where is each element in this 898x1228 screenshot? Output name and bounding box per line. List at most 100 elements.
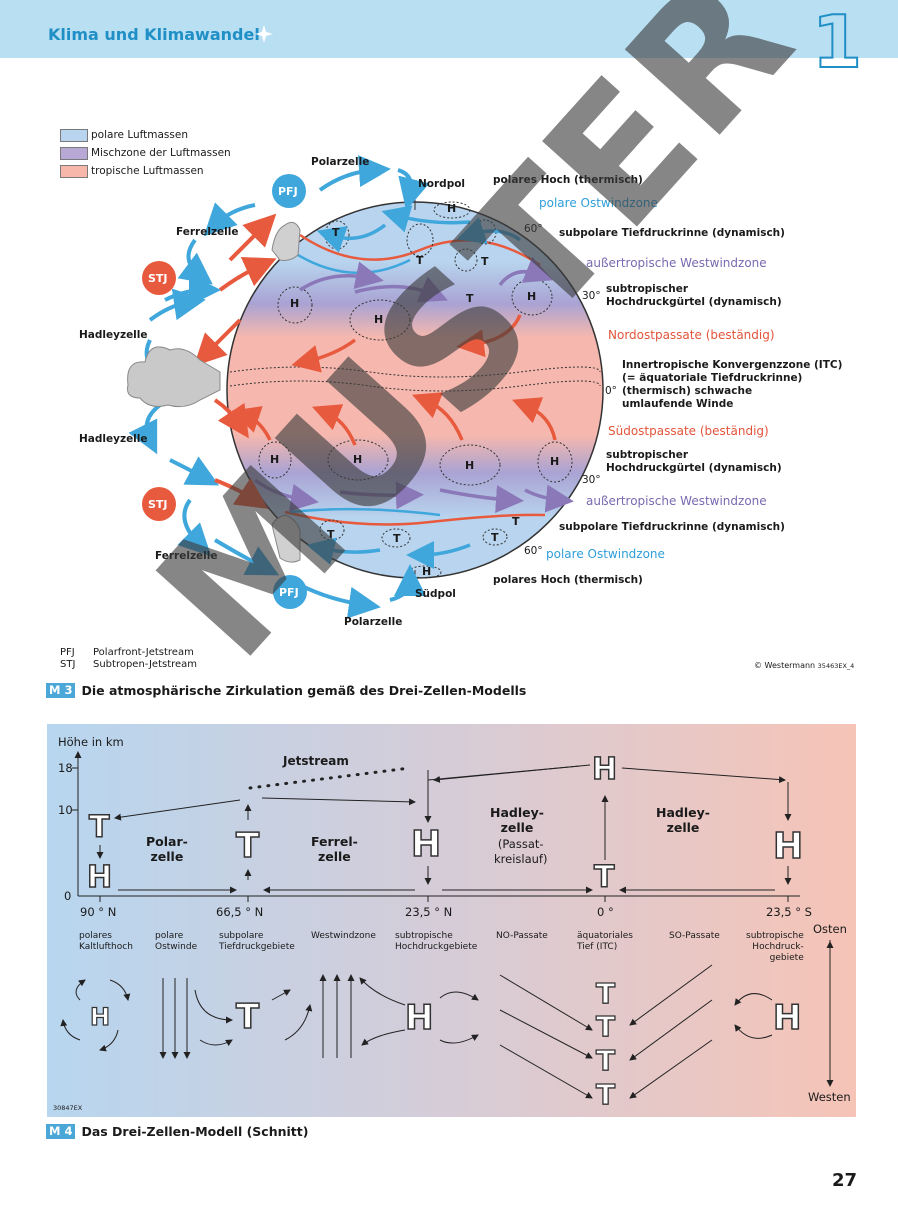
m4-code: 30847EX bbox=[53, 1104, 83, 1112]
high-symbol: H bbox=[465, 459, 475, 472]
nordpol-label: Nordpol bbox=[418, 178, 466, 190]
high-symbol: H bbox=[772, 825, 804, 868]
high-symbol: H bbox=[550, 455, 560, 468]
stj-bottom-label: STJ bbox=[148, 498, 168, 511]
low-symbol: T bbox=[491, 531, 499, 544]
high-symbol: H bbox=[374, 313, 384, 326]
polare-ostwind-south: polare Ostwindzone bbox=[546, 547, 665, 561]
high-symbol: H bbox=[422, 565, 432, 578]
cross-section-diagram bbox=[60, 751, 834, 1099]
ytick: 0 bbox=[64, 889, 72, 903]
deg30-south: 30° bbox=[582, 474, 601, 486]
suedost-label: Südostpassate (beständig) bbox=[608, 424, 769, 438]
cell-hadley-1: Hadley- zelle bbox=[490, 805, 544, 835]
pfj-south bbox=[273, 575, 307, 609]
stj-south bbox=[142, 487, 176, 521]
figure-caption-m3: M 3 Die atmosphärische Zirkulation gemäß… bbox=[46, 683, 526, 698]
globe-diagram bbox=[127, 155, 604, 619]
high-symbol: H bbox=[591, 751, 618, 788]
subtrop-south: subtropischer Hochdruckgürtel (dynamisch… bbox=[606, 449, 782, 474]
low-symbol: T bbox=[595, 976, 616, 1010]
stj-north bbox=[142, 261, 176, 295]
subpolar-north: subpolare Tiefdruckrinne (dynamisch) bbox=[559, 227, 785, 239]
cloud bbox=[271, 514, 301, 563]
hadleyzelle-top: Hadleyzelle bbox=[79, 329, 148, 341]
legend-item: polare Luftmassen bbox=[60, 126, 231, 144]
low-symbol: T bbox=[481, 255, 489, 268]
cross-section-panel bbox=[47, 724, 856, 1117]
high-symbol: H bbox=[270, 453, 280, 466]
zone-label: NO-Passate bbox=[496, 931, 548, 941]
high-symbol: H bbox=[89, 1002, 111, 1031]
high-symbol: H bbox=[772, 997, 802, 1039]
pfj-north bbox=[272, 174, 306, 208]
subtrop-north: subtropischer Hochdruckgürtel (dynamisch… bbox=[606, 283, 782, 308]
cloud bbox=[271, 221, 301, 261]
high-symbol: H bbox=[404, 997, 434, 1039]
figure-caption-m4: M 4 Das Drei-Zellen-Modell (Schnitt) bbox=[46, 1124, 308, 1139]
high-symbol: H bbox=[527, 290, 537, 303]
deg30-north: 30° bbox=[582, 290, 601, 302]
page-header: Klima und Klimawandel 1 bbox=[0, 0, 898, 79]
page-number: 27 bbox=[832, 1170, 858, 1191]
stj-top-label: STJ bbox=[148, 272, 168, 285]
westwind-south: außertropische Westwindzone bbox=[586, 494, 767, 508]
m4-ylabel: Höhe in km bbox=[58, 735, 124, 749]
zone-label: äquatoriales Tief (ITC) bbox=[577, 931, 633, 952]
zone-label: polares Kaltlufthoch bbox=[79, 931, 133, 952]
chapter-number: 1 bbox=[811, 0, 863, 84]
ferrelzelle-bottom: Ferrelzelle bbox=[155, 550, 218, 562]
westwind-north: außertropische Westwindzone bbox=[586, 256, 767, 270]
itc-line bbox=[229, 380, 601, 392]
polares-hoch-north: polares Hoch (thermisch) bbox=[493, 174, 643, 186]
cell-passat: (Passat- kreislauf) bbox=[494, 837, 548, 866]
high-symbol: H bbox=[86, 859, 113, 896]
ytick: 18 bbox=[58, 761, 73, 775]
latitude-label: 66,5 ° N bbox=[216, 905, 264, 919]
star-icon bbox=[255, 25, 273, 43]
suedpol-label: Südpol bbox=[415, 588, 456, 600]
badge-m4: M 4 bbox=[46, 1124, 76, 1139]
legend-item: Mischzone der Luftmassen bbox=[60, 144, 231, 162]
cell-polar: Polar- zelle bbox=[146, 834, 188, 864]
cell-ferrel: Ferrel- zelle bbox=[311, 834, 358, 864]
low-symbol: T bbox=[595, 1043, 616, 1077]
high-symbol: H bbox=[290, 297, 300, 310]
header-title: Klima und Klimawandel bbox=[48, 25, 260, 44]
deg60-north: 60° bbox=[524, 223, 543, 235]
high-symbol: H bbox=[447, 202, 457, 215]
polarzelle-bottom: Polarzelle bbox=[344, 616, 403, 628]
jetstream-label: Jetstream bbox=[283, 754, 349, 768]
low-symbol: T bbox=[466, 292, 474, 305]
hadleyzelle-bottom: Hadleyzelle bbox=[79, 433, 148, 445]
low-symbol: T bbox=[235, 996, 260, 1038]
latitude-label: 90 ° N bbox=[80, 905, 117, 919]
osten-label: Osten bbox=[813, 922, 847, 936]
zone-label: subtropische Hochdruck- gebiete bbox=[746, 931, 804, 963]
subpolar-south: subpolare Tiefdruckrinne (dynamisch) bbox=[559, 521, 785, 533]
zone-label: SO-Passate bbox=[669, 931, 720, 941]
low-symbol: T bbox=[327, 528, 335, 541]
badge-m3: M 3 bbox=[46, 683, 76, 698]
polar-front-north bbox=[299, 233, 541, 267]
zone-label: subtropische Hochdruckgebiete bbox=[395, 931, 478, 952]
low-symbol: T bbox=[595, 1077, 616, 1111]
zone-label: subpolare Tiefdruckgebiete bbox=[219, 931, 295, 952]
low-symbol: T bbox=[593, 859, 615, 896]
deg0-label: 0° bbox=[605, 385, 617, 397]
ferrelzelle-top: Ferrelzelle bbox=[176, 226, 239, 238]
itc-label: Innertropische Konvergenzzone (ITC) (= ä… bbox=[622, 359, 843, 410]
legend: polare Luftmassen Mischzone der Luftmass… bbox=[60, 126, 231, 180]
low-symbol: T bbox=[416, 254, 424, 267]
westen-label: Westen bbox=[808, 1090, 851, 1104]
zone-label: polare Ostwinde bbox=[155, 931, 198, 952]
polare-ostwind-north: polare Ostwindzone bbox=[539, 196, 658, 210]
polar-front-south bbox=[284, 510, 546, 526]
high-symbol: H bbox=[410, 823, 442, 866]
latitude-label: 23,5 ° N bbox=[405, 905, 453, 919]
pfj-bottom-label: PFJ bbox=[279, 586, 299, 599]
polares-hoch-south: polares Hoch (thermisch) bbox=[493, 574, 643, 586]
legend-item: tropische Luftmassen bbox=[60, 162, 231, 180]
nordost-label: Nordostpassate (beständig) bbox=[608, 328, 775, 342]
